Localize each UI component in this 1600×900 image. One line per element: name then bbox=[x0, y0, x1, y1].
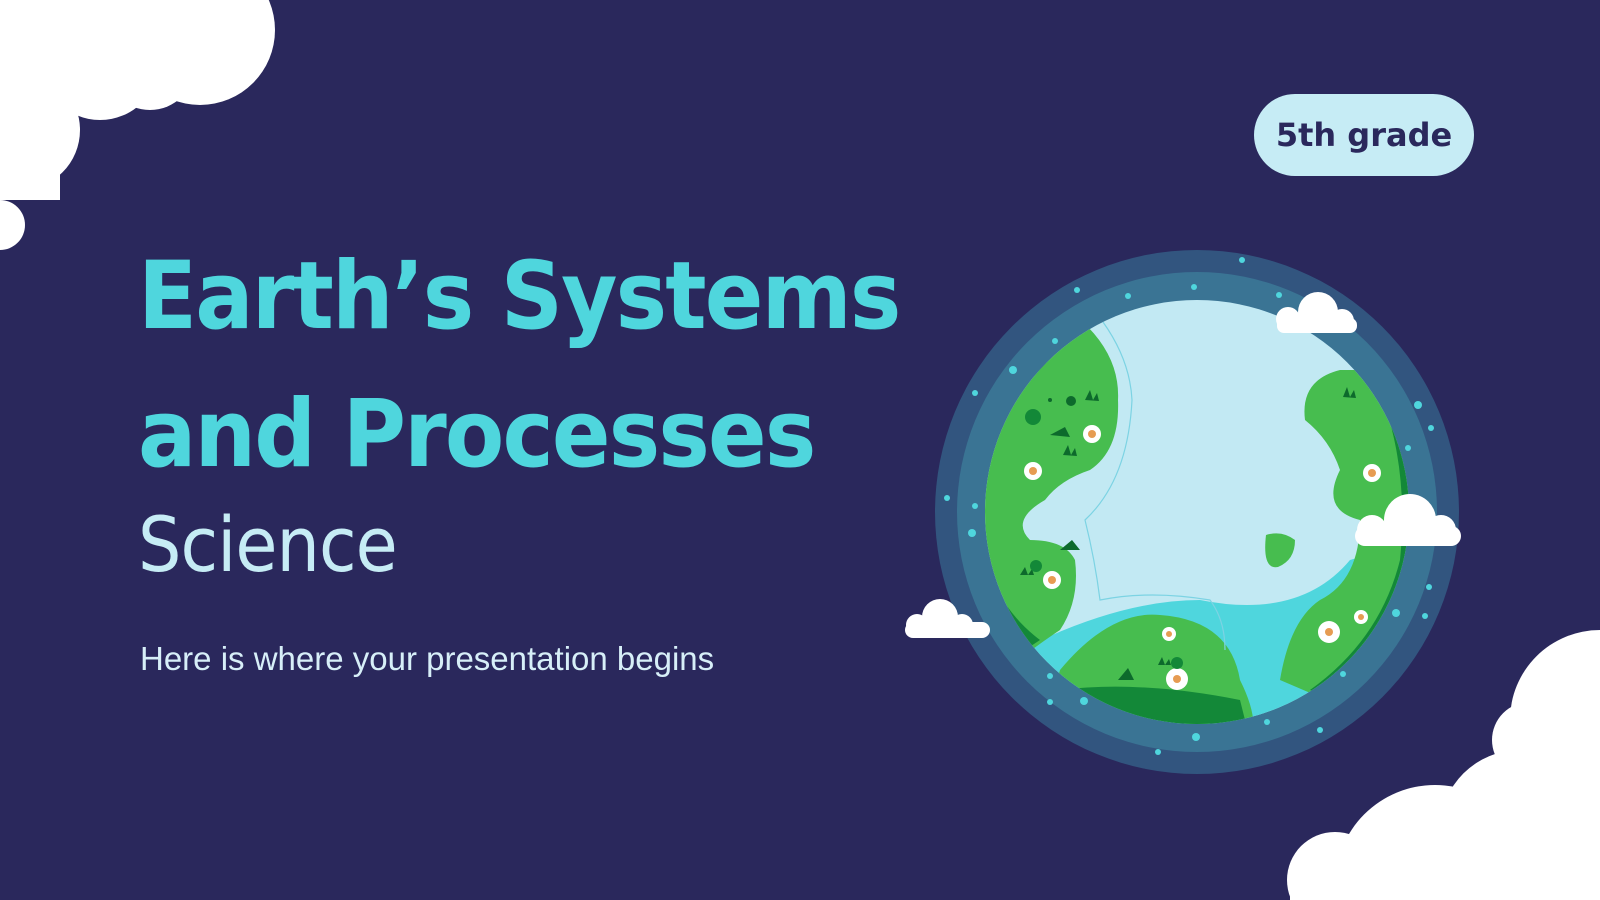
cloud-top-left-icon bbox=[0, 0, 275, 250]
earth-globe-icon bbox=[935, 250, 1459, 774]
cloud-left-icon bbox=[905, 599, 990, 638]
cloud-small-icon bbox=[905, 292, 1461, 638]
cloud-right-icon bbox=[1355, 494, 1461, 546]
slide-tagline: Here is where your presentation begins bbox=[140, 640, 715, 677]
cloud-top-icon bbox=[1276, 292, 1357, 333]
cloud-bottom-right-icon bbox=[1287, 630, 1600, 900]
title-line-1: Earth’s Systems bbox=[138, 242, 901, 351]
title-line-2: and Processes bbox=[138, 380, 816, 489]
daisy-flower-icon bbox=[1024, 425, 1381, 690]
grass-tuft-icon bbox=[1020, 387, 1356, 680]
slide-subtitle: Science bbox=[138, 500, 398, 589]
grade-badge: 5th grade bbox=[1254, 94, 1474, 176]
slide-title: Earth’s Systems and Processes bbox=[138, 228, 901, 504]
